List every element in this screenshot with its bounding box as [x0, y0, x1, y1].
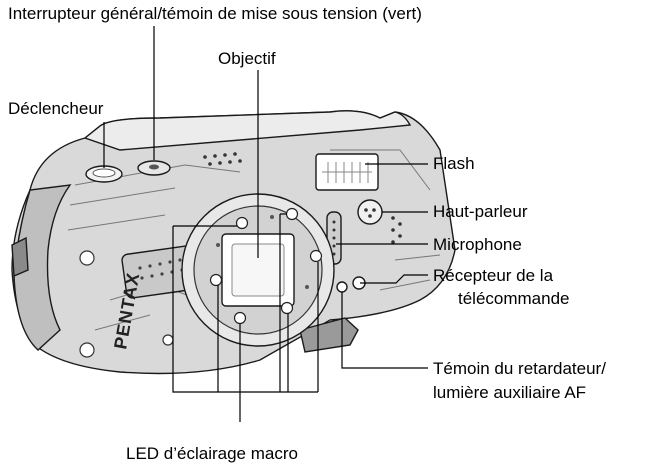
- label-power: Interrupteur général/témoin de mise sous…: [8, 4, 422, 23]
- label-macro-led: LED d’éclairage macro: [126, 444, 298, 463]
- label-selftimer-line1: Témoin du retardateur/: [433, 359, 606, 378]
- camera-top-plate: [83, 110, 412, 151]
- label-selftimer-line2: lumière auxiliaire AF: [433, 383, 586, 402]
- microphone-holes: [332, 220, 336, 256]
- camera-illustration: PENTAX: [11, 110, 456, 375]
- label-flash: Flash: [433, 154, 475, 173]
- power-led: [149, 164, 159, 170]
- speaker-grille: [357, 199, 383, 225]
- label-remote-line2: télécommande: [458, 289, 570, 308]
- shutter-button-inner: [92, 168, 116, 178]
- leader-selftimer: [341, 292, 428, 369]
- macro-led-ring: [209, 207, 323, 325]
- self-timer-lamp: [336, 281, 348, 293]
- screws: [79, 213, 215, 358]
- top-grille-dots: [203, 152, 242, 166]
- strap-lug: [11, 236, 29, 278]
- lens-ring-screws: [216, 215, 309, 289]
- label-microphone: Microphone: [433, 235, 522, 254]
- speaker-side-dots: [391, 216, 402, 244]
- label-lens: Objectif: [218, 49, 276, 68]
- camera-foot: [299, 317, 359, 353]
- label-speaker: Haut-parleur: [433, 202, 528, 221]
- macro-led-bracket: [172, 213, 319, 393]
- leader-lines: [103, 26, 428, 422]
- label-shutter: Déclencheur: [8, 99, 104, 118]
- flash-fresnel: [322, 162, 372, 183]
- label-remote-line1: Récepteur de la: [433, 266, 554, 285]
- callout-labels: Interrupteur général/témoin de mise sous…: [8, 4, 606, 463]
- leader-remote: [360, 274, 428, 284]
